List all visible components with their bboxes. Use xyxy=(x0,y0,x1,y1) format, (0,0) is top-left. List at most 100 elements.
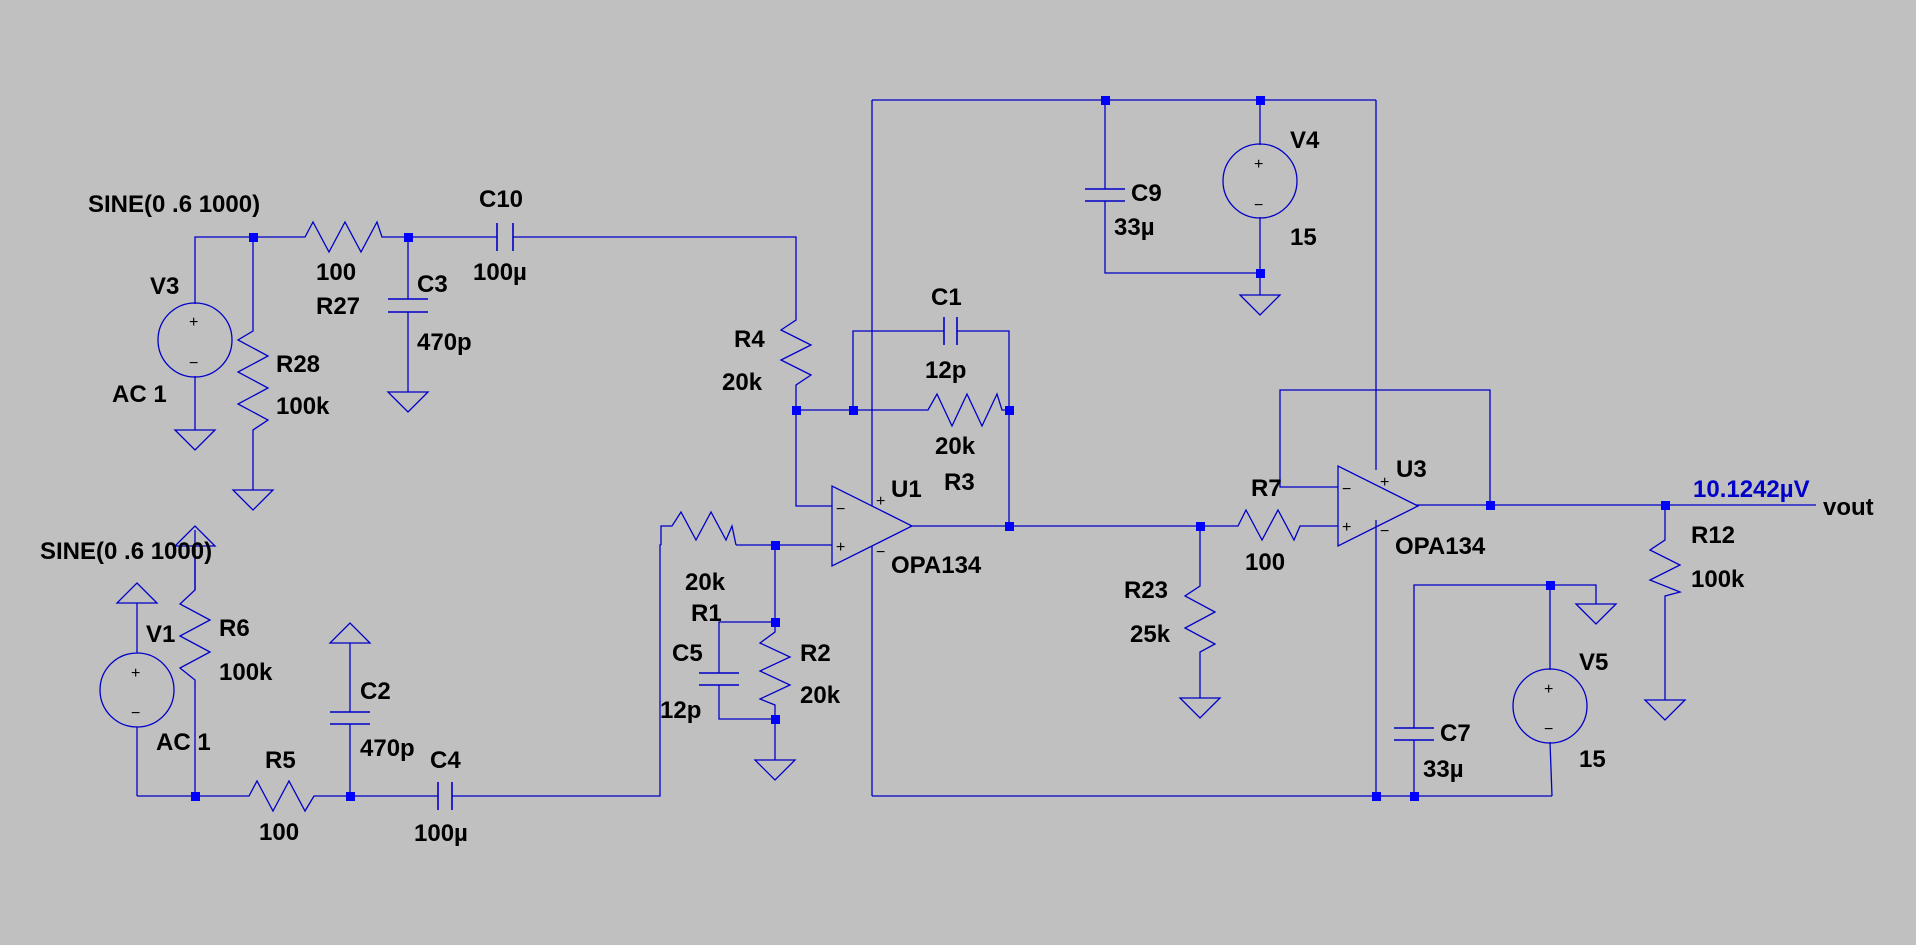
resistor-r28[interactable] xyxy=(236,320,270,452)
resistor-r3[interactable] xyxy=(918,392,1007,428)
r5-name: R5 xyxy=(265,747,296,774)
svg-text:+: + xyxy=(1544,681,1553,698)
svg-text:+: + xyxy=(1342,519,1351,536)
capacitor-c4[interactable] xyxy=(437,782,453,810)
c1-name: C1 xyxy=(931,284,962,311)
wire-v5-bottom[interactable] xyxy=(1549,741,1553,797)
wire-c9-bottom[interactable] xyxy=(1104,201,1260,274)
v5-value: 15 xyxy=(1579,746,1606,773)
probe-reading: 10.1242µV xyxy=(1693,476,1810,503)
supply-flag-icon xyxy=(328,622,372,644)
opamp-u3[interactable]: − + + − xyxy=(1337,464,1420,548)
resistors xyxy=(178,220,1683,813)
resistor-r12[interactable] xyxy=(1648,532,1683,600)
resistor-r1[interactable] xyxy=(664,510,737,546)
svg-text:−: − xyxy=(836,501,845,518)
c4-name: C4 xyxy=(430,747,461,774)
resistor-r27[interactable] xyxy=(298,220,389,254)
r3-name: R3 xyxy=(944,469,975,496)
ground-icon xyxy=(1178,697,1222,719)
wire-c7-upper[interactable] xyxy=(1413,584,1550,728)
capacitor-c1[interactable] xyxy=(943,317,958,345)
wire-v3-top[interactable] xyxy=(194,236,298,304)
opamps: − + + − − + + − xyxy=(831,464,1420,568)
capacitor-c3[interactable] xyxy=(388,298,428,313)
wire-c10-r4[interactable] xyxy=(513,236,797,305)
r27-value: 100 xyxy=(316,259,356,286)
r3-value: 20k xyxy=(935,433,976,460)
voltage-source-v5[interactable]: + − xyxy=(1512,668,1588,744)
c9-name: C9 xyxy=(1131,180,1162,207)
r23-name: R23 xyxy=(1124,577,1168,604)
r4-value: 20k xyxy=(722,369,763,396)
c5-name: C5 xyxy=(672,640,703,667)
svg-text:−: − xyxy=(1342,481,1351,498)
c9-value: 33µ xyxy=(1114,214,1155,241)
r4-name: R4 xyxy=(734,326,765,353)
ground-icon xyxy=(1238,294,1282,316)
c4-value: 100µ xyxy=(414,820,468,847)
capacitor-c2[interactable] xyxy=(330,711,370,725)
svg-text:−: − xyxy=(1380,523,1389,540)
ground-icon xyxy=(231,489,275,511)
c3-name: C3 xyxy=(417,271,448,298)
resistor-r23[interactable] xyxy=(1183,574,1217,658)
wire-c5-top[interactable] xyxy=(718,621,775,673)
svg-text:−: − xyxy=(189,355,198,372)
svg-text:−: − xyxy=(131,705,140,722)
c3-value: 470p xyxy=(417,329,472,356)
capacitor-c5[interactable] xyxy=(699,672,739,686)
wire-gnd-v5[interactable] xyxy=(1550,584,1597,604)
c2-name: C2 xyxy=(360,678,391,705)
wire-u3-feedback[interactable] xyxy=(1279,389,1491,505)
ground-icon xyxy=(1643,699,1687,721)
wire-c5-bottom[interactable] xyxy=(718,685,775,720)
opamp-u1[interactable]: − + + − xyxy=(831,484,914,568)
wire-c4-r1[interactable] xyxy=(452,544,661,797)
wire-r1-u1-plus[interactable] xyxy=(660,525,664,545)
v1-name: V1 xyxy=(146,621,175,648)
labels: SINE(0 .6 1000) V3 AC 1 100 R27 R28 100k… xyxy=(40,127,1874,847)
ground-symbols xyxy=(115,294,1687,781)
r2-value: 20k xyxy=(800,682,841,709)
wire-node-u1-minus[interactable] xyxy=(795,410,832,507)
c5-value: 12p xyxy=(660,697,701,724)
r6-name: R6 xyxy=(219,615,250,642)
resistor-r2[interactable] xyxy=(758,622,792,712)
v4-name: V4 xyxy=(1290,127,1320,154)
svg-text:+: + xyxy=(131,665,140,682)
r7-value: 100 xyxy=(1245,549,1285,576)
ground-icon xyxy=(753,759,797,781)
r28-value: 100k xyxy=(276,393,330,420)
svg-text:−: − xyxy=(1254,197,1263,214)
c10-value: 100µ xyxy=(473,259,527,286)
r28-name: R28 xyxy=(276,351,320,378)
svg-text:−: − xyxy=(876,544,885,561)
c10-name: C10 xyxy=(479,186,523,213)
c7-value: 33µ xyxy=(1423,756,1464,783)
resistor-r5[interactable] xyxy=(242,779,322,813)
r12-value: 100k xyxy=(1691,566,1745,593)
svg-text:+: + xyxy=(876,493,885,510)
v5-name: V5 xyxy=(1579,649,1608,676)
svg-text:+: + xyxy=(1254,156,1263,173)
resistor-r7[interactable] xyxy=(1230,508,1306,542)
resistor-r6[interactable] xyxy=(178,530,212,700)
v1-spec: SINE(0 .6 1000) xyxy=(40,538,212,565)
voltage-source-v3[interactable]: + − xyxy=(157,302,233,378)
capacitor-c7[interactable] xyxy=(1394,727,1434,741)
capacitors xyxy=(330,188,1434,810)
u1-model: OPA134 xyxy=(891,552,982,579)
voltage-sources: + − + − + − + − xyxy=(99,143,1588,744)
voltage-source-v4[interactable]: + − xyxy=(1222,143,1298,219)
v1-ac: AC 1 xyxy=(156,729,211,756)
capacitor-c9[interactable] xyxy=(1085,188,1125,202)
svg-text:+: + xyxy=(1380,474,1389,491)
wire-c1-left[interactable] xyxy=(852,330,944,410)
capacitor-c10[interactable] xyxy=(496,223,514,251)
c2-value: 470p xyxy=(360,735,415,762)
resistor-r4[interactable] xyxy=(779,305,813,395)
wire-c1-right[interactable] xyxy=(957,330,1010,410)
